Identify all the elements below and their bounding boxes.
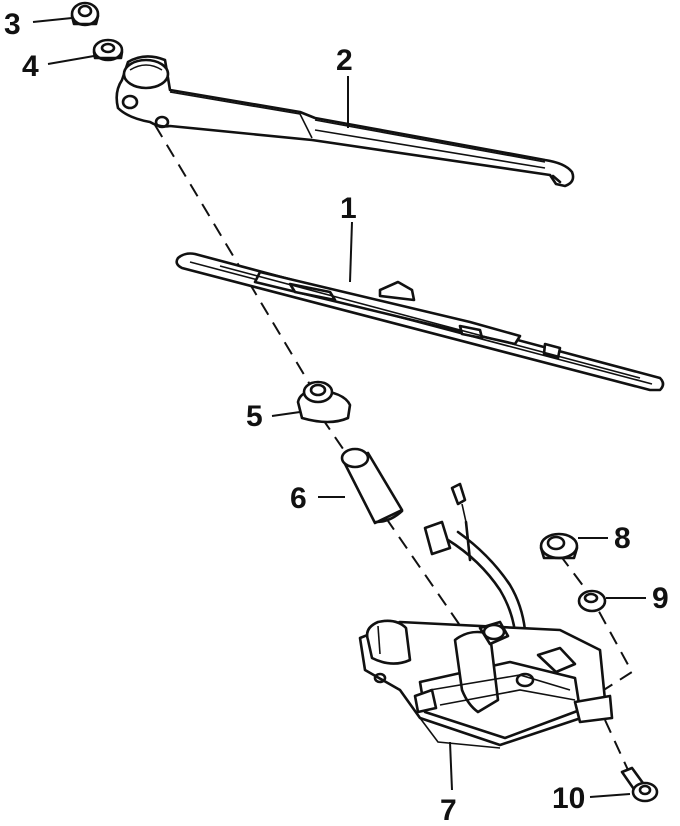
callout-7: 7: [440, 794, 457, 826]
part-10-bolt: [620, 766, 659, 803]
callout-8: 8: [614, 522, 631, 555]
leader-lines: [32, 17, 646, 798]
callout-4: 4: [22, 50, 39, 83]
leader-10: [589, 793, 631, 798]
callout-9: 9: [652, 582, 669, 615]
part-4-washer: [92, 38, 124, 62]
assembly-axis-mid: [321, 417, 353, 463]
part-6-sleeve: [340, 447, 404, 525]
part-7-wiper-motor: [358, 619, 614, 749]
part-5-grommet: [296, 380, 352, 424]
callout-3: 3: [4, 8, 21, 41]
leader-1: [349, 221, 353, 283]
part-1-wiper-blade: [175, 252, 665, 392]
part-3-nut: [70, 1, 100, 27]
part-2-wiper-arm: [115, 55, 575, 188]
leader-5: [271, 411, 301, 417]
callout-1: 1: [340, 192, 357, 225]
assembly-axis-bolt: [604, 719, 629, 771]
assembly-axis-lower: [385, 517, 471, 641]
electrical-connector-cable: [423, 482, 527, 634]
leader-3: [32, 17, 73, 23]
part-8-cap: [539, 532, 579, 560]
assembly-axis-right: [559, 554, 634, 701]
callout-6: 6: [290, 482, 307, 515]
callout-2: 2: [336, 44, 353, 77]
leader-4: [47, 55, 95, 65]
callout-5: 5: [246, 400, 263, 433]
part-9-nut: [577, 589, 607, 613]
leader-7: [449, 741, 453, 791]
callout-10: 10: [552, 782, 585, 815]
assembly-axis-upper: [154, 124, 319, 399]
